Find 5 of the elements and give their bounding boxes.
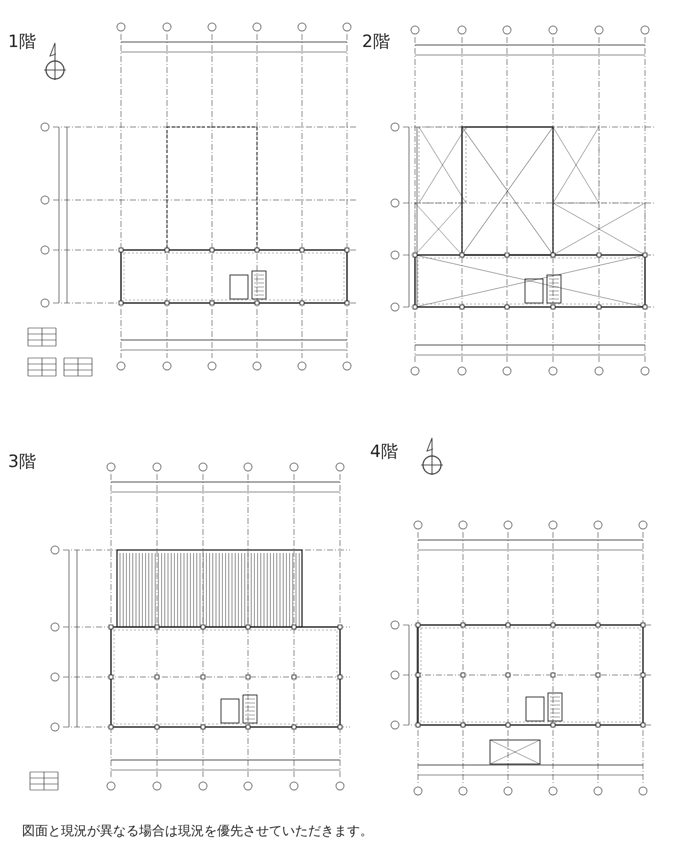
caption: 図面と現況が異なる場合は現況を優先させていただきます。 xyxy=(22,823,373,840)
floor-label: 1階 xyxy=(8,31,36,53)
floor-label: 3階 xyxy=(8,451,36,473)
floor-label: 4階 xyxy=(370,441,398,463)
floor-label: 2階 xyxy=(362,31,390,53)
